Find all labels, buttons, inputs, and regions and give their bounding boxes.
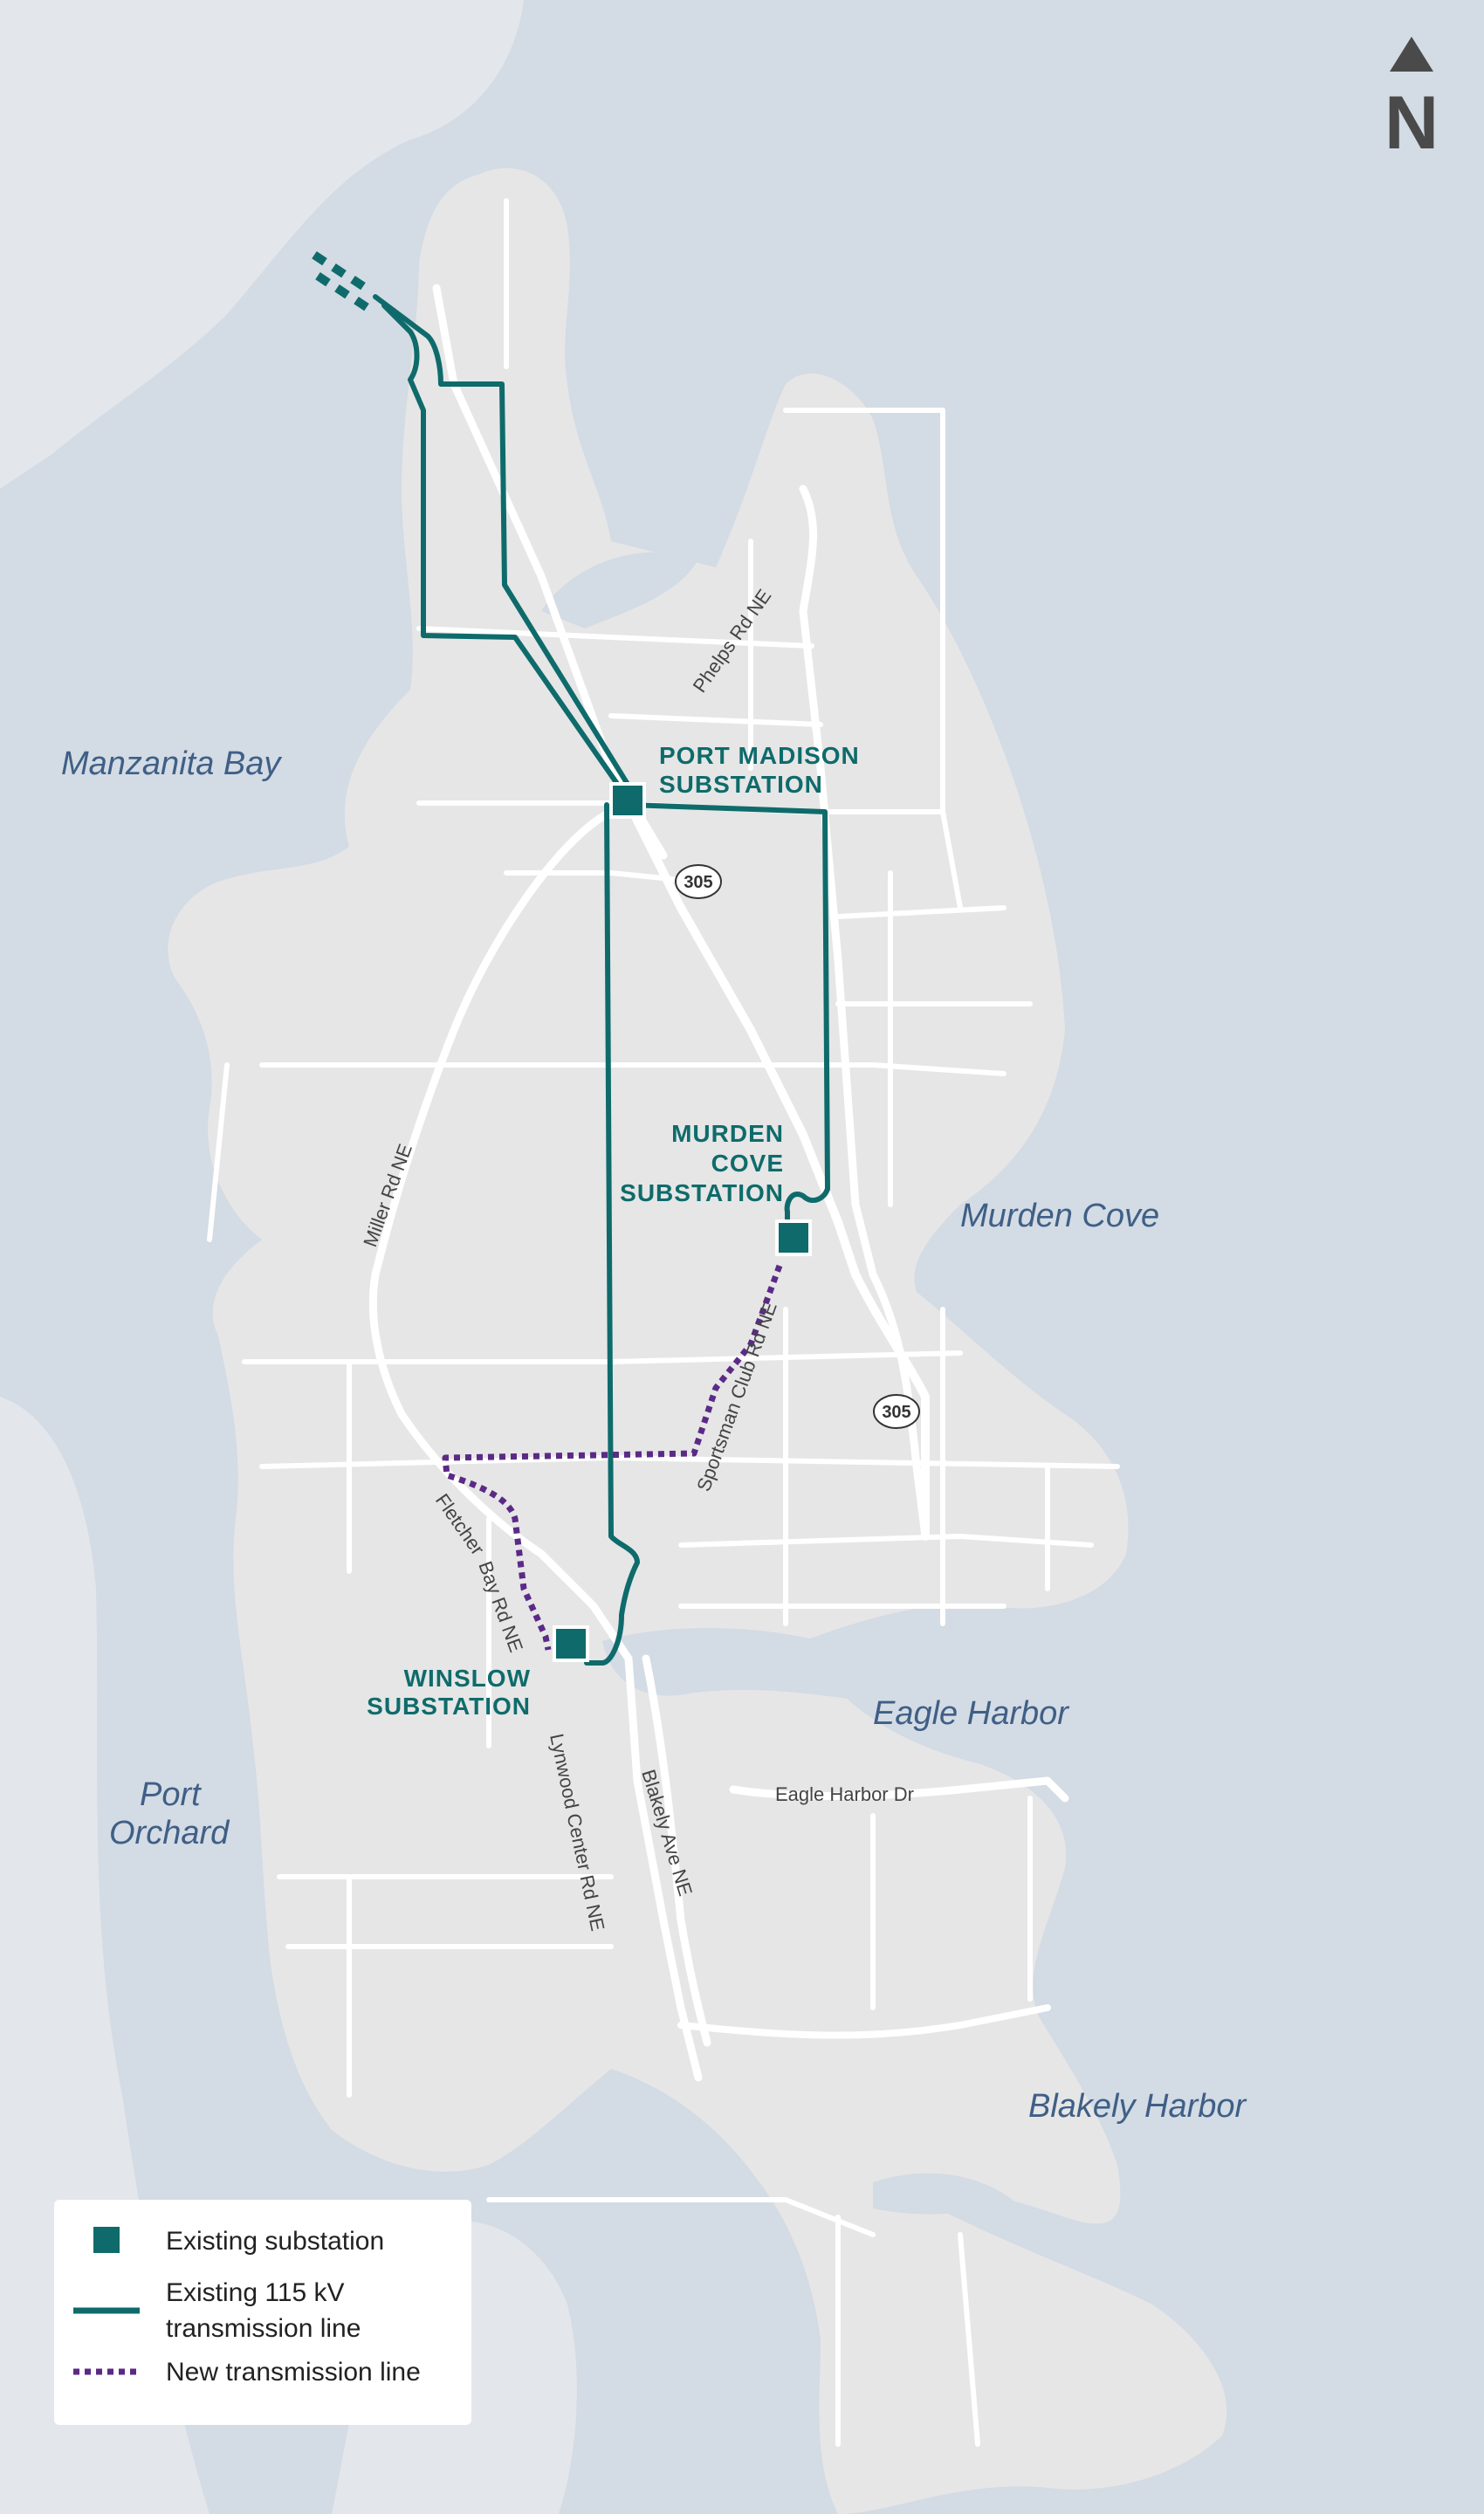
road-ns-15 (207, 1062, 230, 1242)
legend-existing-line-label-2: transmission line (166, 2314, 361, 2343)
road-sr305 (607, 764, 930, 1541)
winslow-substation-icon (553, 1625, 589, 1662)
existing-115kv-line (373, 294, 830, 1666)
substations (553, 782, 812, 1662)
legend-panel (54, 2200, 471, 2425)
winslow-label-line1: WINSLOW (404, 1665, 531, 1692)
island-landmass (168, 168, 1227, 2514)
murden-cove-label-line3: SUBSTATION (620, 1179, 784, 1206)
port-orchard-label-line2: Orchard (109, 1815, 230, 1851)
existing-line-north-loop-west (381, 303, 624, 793)
highway-shield-north: 305 (675, 864, 722, 899)
blakely-harbor-water (873, 2173, 1013, 2215)
road-ew-1 (259, 1062, 1007, 1076)
port-madison-substation-icon (609, 782, 646, 819)
road-ns-13 (958, 2232, 980, 2447)
manzanita-bay-label: Manzanita Bay (61, 745, 282, 782)
existing-line-dashed-end (312, 251, 369, 312)
road-ew-5 (416, 626, 814, 649)
murden-cove-label-line2: COVE (711, 1150, 784, 1177)
highway-shield-south: 305 (873, 1394, 920, 1429)
blakely-harbor-label: Blakely Harbor (1028, 2088, 1247, 2125)
road-ew-12 (504, 870, 701, 884)
port-orchard-label-line1: Port (140, 1776, 202, 1813)
highway-shield-north-label: 305 (684, 873, 712, 892)
legend-new-line-label: New transmission line (166, 2358, 421, 2387)
road-ns-1 (940, 408, 963, 910)
winslow-label-line2: SUBSTATION (367, 1693, 531, 1720)
road-ew-8 (835, 905, 1007, 919)
road-blakely-ave (642, 1654, 711, 2047)
eagle-harbor-dr-label: Eagle Harbor Dr (775, 1783, 914, 1805)
northwest-landmass (0, 0, 524, 489)
north-arrow-icon: N (1384, 37, 1439, 165)
road-lynwood (624, 1654, 703, 2082)
inner-bay-north (541, 552, 698, 628)
new-line-murden-to-winslow (442, 1264, 783, 1651)
highway-shield-south-label: 305 (882, 1403, 910, 1422)
southwest-landmass (0, 1397, 210, 2514)
road-ew-7 (608, 713, 823, 727)
road-eagle-harbor-dr (729, 1776, 1069, 1803)
port-madison-label-line2: SUBSTATION (659, 771, 823, 798)
inner-bays (541, 552, 1013, 2215)
road-south-connector (677, 2004, 1051, 2039)
legend: Existing substation Existing 115 kV tran… (54, 2200, 471, 2425)
eagle-harbor-label: Eagle Harbor (873, 1695, 1069, 1732)
legend-substation-icon (93, 2227, 120, 2253)
port-madison-label-line1: PORT MADISON (659, 742, 860, 769)
murden-cove-substation-icon (775, 1219, 812, 1256)
north-arrow-label: N (1384, 81, 1439, 165)
existing-line-to-winslow (584, 802, 640, 1666)
murden-cove-label-line1: MURDEN (671, 1120, 784, 1147)
legend-existing-line-label-1: Existing 115 kV (166, 2278, 345, 2307)
legend-existing-substation-label: Existing substation (166, 2227, 384, 2256)
new-transmission-line (442, 1264, 783, 1651)
road-ew-15 (486, 2197, 876, 2237)
eagle-harbor-water (602, 1628, 888, 1702)
murden-cove-label: Murden Cove (960, 1198, 1159, 1234)
existing-line-north-loop-east (373, 294, 631, 788)
existing-line-to-murden (626, 802, 830, 1233)
